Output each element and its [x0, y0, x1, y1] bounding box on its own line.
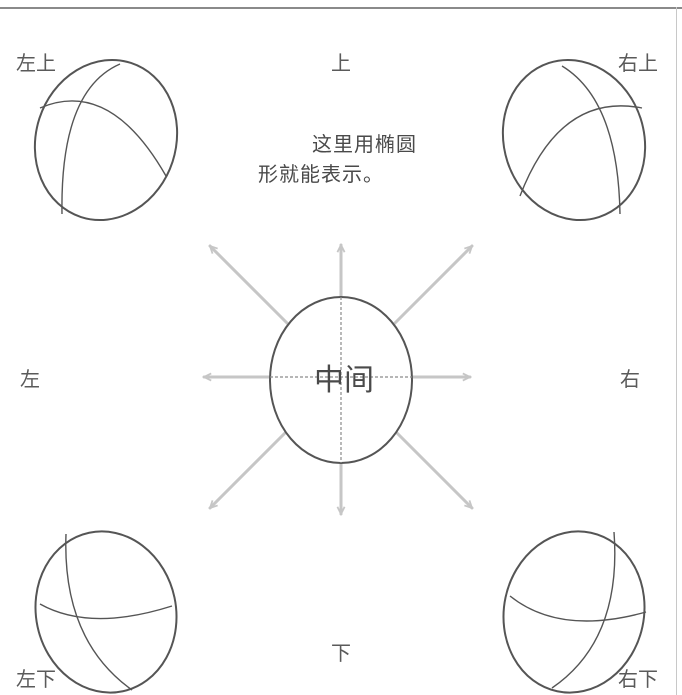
label-center: 中间 [314, 364, 374, 398]
label-left: 左 [20, 368, 40, 390]
arrow-up-left [210, 246, 288, 324]
arrow-down-left [210, 430, 288, 508]
arrow-up-right [394, 246, 472, 324]
label-bottom: 下 [331, 642, 351, 664]
annotation-line-1: 这里用椭圆 [312, 130, 417, 158]
arrow-down-right [394, 430, 472, 508]
label-bottom-left: 左下 [16, 668, 56, 690]
label-top-left: 左上 [16, 52, 56, 74]
label-top: 上 [331, 52, 351, 74]
label-right: 右 [620, 368, 640, 390]
label-bottom-right: 右下 [618, 668, 658, 690]
label-top-right: 右上 [618, 52, 658, 74]
annotation-line-2: 形就能表示。 [258, 160, 384, 188]
